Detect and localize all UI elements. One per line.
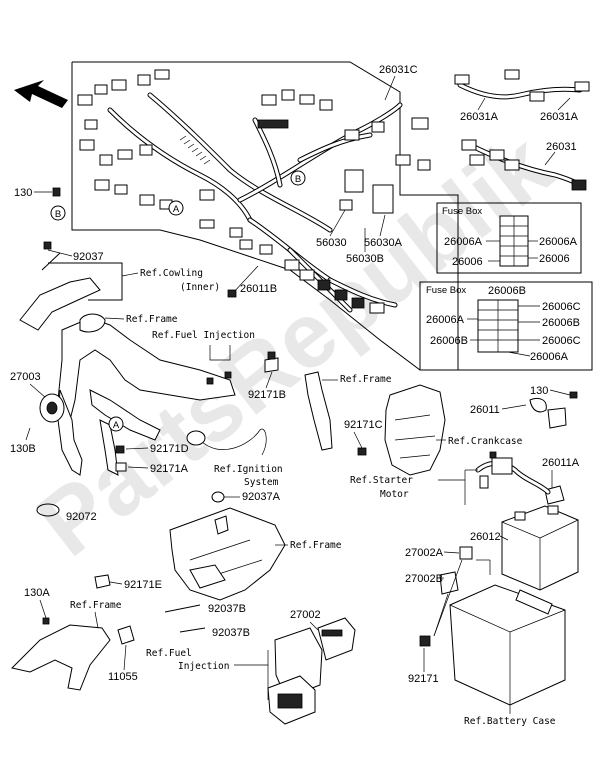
part-label-27002: 27002	[290, 609, 321, 621]
fuse-label-26006B-top: 26006B	[488, 285, 526, 297]
part-label-92171B: 92171B	[248, 389, 286, 401]
ref-ignition: Ref.Ignition	[214, 464, 283, 475]
part-label-92171E: 92171E	[124, 579, 162, 591]
ecu-units	[267, 617, 356, 725]
part-label-27002B: 27002B	[405, 573, 443, 585]
part-label-56030A: 56030A	[364, 237, 403, 249]
part-label-92171D: 92171D	[150, 443, 189, 455]
ref-fuel-injection-1: Ref.Fuel Injection	[152, 330, 255, 341]
fuse-label-26006B-2: 26006B	[542, 317, 580, 329]
part-label-26011A: 26011A	[542, 457, 580, 469]
part-label-26012: 26012	[470, 531, 501, 543]
callout-a-frame: A	[108, 416, 124, 432]
part-label-56030B: 56030B	[346, 253, 384, 265]
part-label-130B: 130B	[10, 443, 36, 455]
part-label-92037B-2: 92037B	[212, 627, 250, 639]
ref-fuel-2: Ref.Fuel	[146, 648, 192, 659]
svg-text:B: B	[55, 209, 61, 220]
part-label-92171: 92171	[408, 673, 439, 685]
ref-cowling-inner: (Inner)	[180, 282, 220, 293]
part-label-27002A: 27002A	[405, 547, 444, 559]
ref-frame-2: Ref.Frame	[340, 374, 392, 385]
fuse-label-26006C-2: 26006C	[542, 335, 581, 347]
sub-harness-26031	[461, 139, 587, 191]
fuse-label-26006-right: 26006	[539, 253, 570, 265]
ref-frame-1: Ref.Frame	[126, 314, 178, 325]
inner-cowling	[19, 277, 101, 331]
fuse-label-26006A-3: 26006A	[530, 351, 569, 363]
callout-b-left: B	[50, 205, 66, 221]
ref-ignition-system: System	[244, 477, 279, 488]
fuse-label-26006A-2: 26006A	[426, 314, 465, 326]
callout-b-harness: B	[290, 170, 306, 186]
part-label-26031: 26031	[546, 141, 577, 153]
rear-frame-tray	[169, 507, 286, 601]
ref-starter: Ref.Starter	[350, 475, 413, 486]
main-frame	[57, 313, 236, 476]
fuse-box-1: Fuse Box 26006A 26006A 26006 26006	[436, 202, 582, 274]
starter-relay	[475, 451, 551, 495]
relay-box	[384, 384, 446, 476]
part-label-92037A: 92037A	[242, 491, 281, 503]
ref-frame-4: Ref.Frame	[70, 600, 122, 611]
battery-case	[449, 584, 566, 706]
ref-fuel-injection-2: Injection	[178, 661, 229, 672]
part-label-130-right: 130	[530, 385, 548, 397]
fuse-label-26006C-1: 26006C	[542, 301, 581, 313]
part-label-26031A-2: 26031A	[540, 111, 579, 123]
fuse-box-2: Fuse Box 26006B 26006C 26006A 26006B 260…	[419, 281, 593, 371]
ref-starter-motor: Motor	[380, 489, 409, 500]
part-label-27003: 27003	[10, 371, 41, 383]
svg-text:Fuse Box: Fuse Box	[442, 206, 482, 217]
svg-text:A: A	[173, 204, 180, 215]
part-label-11055: 11055	[108, 671, 138, 683]
ref-battery-case: Ref.Battery Case	[464, 716, 556, 727]
part-label-26011B: 26011B	[240, 283, 277, 295]
svg-text:B: B	[295, 174, 301, 185]
part-label-56030: 56030	[316, 237, 347, 249]
part-label-130A: 130A	[24, 587, 50, 599]
part-label-26031C: 26031C	[379, 64, 418, 76]
fuse-label-26006A-right: 26006A	[539, 236, 578, 248]
battery	[501, 505, 579, 591]
harness-frame-outline	[71, 61, 459, 371]
part-label-92037: 92037	[73, 251, 104, 263]
part-label-130: 130	[14, 187, 32, 199]
clamp-band	[36, 503, 60, 517]
part-label-92171C: 92171C	[344, 419, 383, 431]
part-label-26011: 26011	[470, 404, 500, 416]
sub-harness-26031A	[454, 69, 590, 102]
ref-crankcase: Ref.Crankcase	[448, 436, 523, 447]
callout-a-harness: A	[168, 200, 184, 216]
svg-text:Fuse Box: Fuse Box	[426, 285, 466, 296]
part-label-26031A-1: 26031A	[460, 111, 499, 123]
fuse-label-26006-left: 26006	[452, 256, 483, 268]
part-label-92037B-1: 92037B	[208, 603, 246, 615]
svg-text:A: A	[113, 420, 120, 431]
ref-frame-3: Ref.Frame	[290, 540, 342, 551]
ecu-bracket	[11, 624, 111, 691]
ref-cowling: Ref.Cowling	[140, 268, 203, 279]
main-wiring-harness	[77, 69, 431, 314]
part-label-92072: 92072	[66, 511, 97, 523]
part-label-92171A: 92171A	[150, 463, 189, 475]
fuse-label-26006B-3: 26006B	[430, 335, 468, 347]
frame-bracket	[304, 371, 333, 451]
front-arrow-icon	[14, 80, 68, 108]
fuse-label-26006A-left: 26006A	[444, 236, 483, 248]
